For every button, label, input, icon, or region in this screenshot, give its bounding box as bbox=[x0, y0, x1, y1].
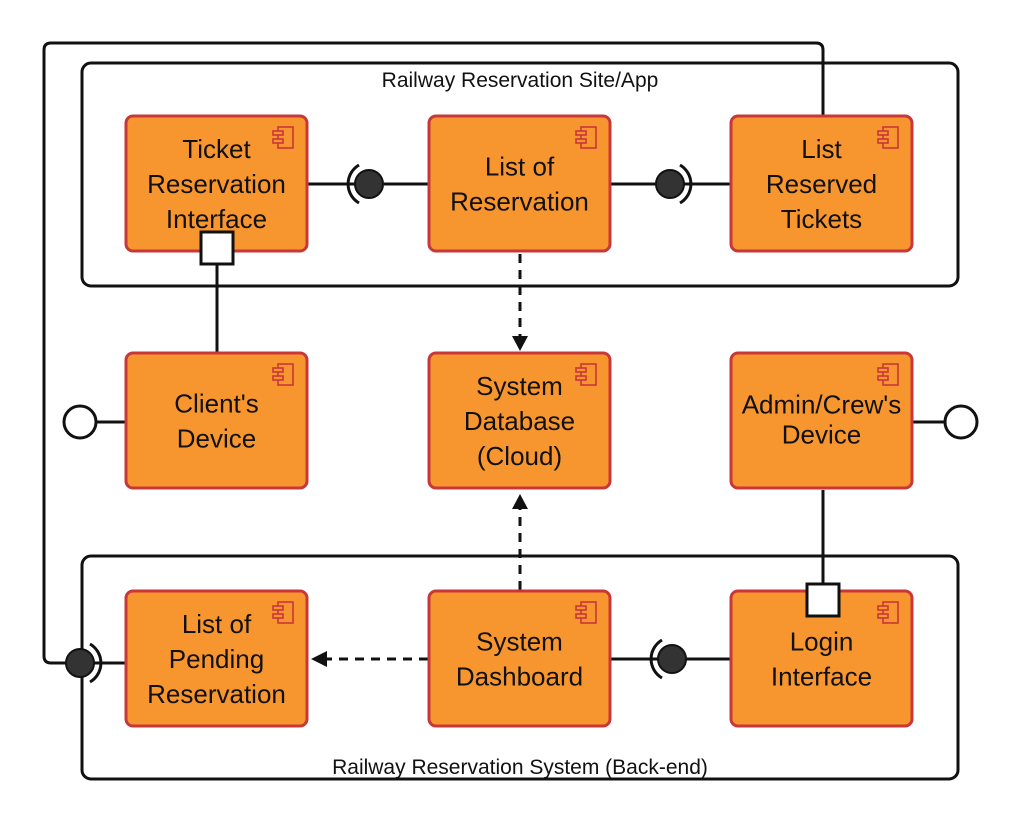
component-icon bbox=[575, 126, 597, 149]
required-interface-ball-icon bbox=[354, 169, 384, 199]
component-icon bbox=[877, 126, 899, 149]
required-interface-ball-icon bbox=[657, 644, 687, 674]
component-icon bbox=[272, 363, 294, 386]
component-label: Reservation bbox=[147, 169, 286, 199]
component-label: Device bbox=[782, 419, 861, 449]
component-label: Login bbox=[790, 626, 854, 656]
list-of-reservation-component: List of Reservation bbox=[427, 114, 612, 253]
backend-frame-title: Railway Reservation System (Back-end) bbox=[332, 756, 708, 779]
component-box bbox=[427, 351, 612, 490]
component-box bbox=[124, 589, 309, 728]
component-label: Dashboard bbox=[456, 661, 583, 691]
provided-interface-admin-icon bbox=[943, 404, 979, 440]
component-icon bbox=[272, 601, 294, 624]
arrowhead-into-database-bottom bbox=[512, 494, 528, 509]
component-label: Reserved bbox=[766, 169, 877, 199]
site-app-frame-title: Railway Reservation Site/App bbox=[382, 69, 659, 92]
port-square-icon bbox=[199, 230, 235, 266]
required-interface-ball-icon bbox=[655, 169, 685, 199]
socket-arc-icon bbox=[679, 163, 693, 205]
component-label: Interface bbox=[771, 661, 872, 691]
component-icon bbox=[877, 363, 899, 386]
component-label: (Cloud) bbox=[477, 441, 562, 471]
component-label: List of bbox=[182, 609, 252, 639]
component-label: Interface bbox=[166, 204, 267, 234]
arrowhead-into-pending bbox=[311, 651, 327, 667]
component-label: List of bbox=[485, 151, 555, 181]
component-label: Device bbox=[177, 423, 256, 453]
component-label: Tickets bbox=[781, 204, 862, 234]
socket-arc-icon bbox=[649, 638, 663, 680]
component-label: System bbox=[476, 626, 563, 656]
component-label: Database bbox=[464, 406, 575, 436]
port-square-icon bbox=[805, 582, 841, 618]
component-icon bbox=[575, 601, 597, 624]
component-box bbox=[729, 351, 914, 490]
socket-arc-icon bbox=[346, 163, 360, 205]
component-box bbox=[729, 114, 914, 253]
component-label: System bbox=[476, 371, 563, 401]
provided-interface-client-icon bbox=[62, 404, 98, 440]
arrowhead-into-database-top bbox=[512, 336, 528, 351]
socket-arc-icon bbox=[89, 642, 103, 684]
component-icon bbox=[877, 601, 899, 624]
outer-loop-connector bbox=[42, 41, 825, 665]
component-box bbox=[427, 589, 612, 728]
component-label: Reservation bbox=[450, 186, 589, 216]
component-icon bbox=[575, 363, 597, 386]
component-label: List bbox=[801, 134, 842, 164]
component-label: Reservation bbox=[147, 679, 286, 709]
component-box bbox=[427, 114, 612, 253]
component-label: Ticket bbox=[182, 134, 251, 164]
component-icon bbox=[272, 126, 294, 149]
component-label: Pending bbox=[169, 644, 264, 674]
required-interface-ball-icon bbox=[65, 648, 95, 678]
component-box bbox=[124, 351, 309, 490]
component-label: Admin/Crew's bbox=[742, 389, 902, 419]
component-label: Client's bbox=[174, 388, 258, 418]
